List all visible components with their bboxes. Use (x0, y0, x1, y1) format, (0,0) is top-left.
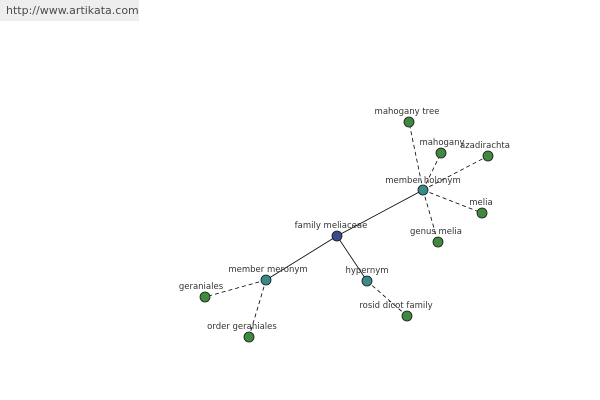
edge-family-meliaceae-to-member-meronym (265, 235, 338, 281)
node-azadirachta[interactable] (482, 150, 494, 162)
node-label-mahogany: mahogany (419, 138, 464, 148)
edge-member-holonym-to-genus-melia (422, 189, 439, 243)
node-member-holonym[interactable] (417, 184, 429, 196)
node-mahogany[interactable] (435, 147, 447, 159)
edge-member-holonym-to-azadirachta (422, 155, 489, 191)
node-rosid-dicot-family[interactable] (401, 310, 413, 322)
node-hypernym[interactable] (361, 275, 373, 287)
node-label-family-meliaceae: family meliaceae (295, 221, 368, 231)
site-url-link[interactable]: http://www.artikata.com (0, 0, 139, 21)
node-label-order-geraniales: order geraniales (207, 322, 277, 332)
node-order-geraniales[interactable] (243, 331, 255, 343)
node-label-member-holonym: member holonym (385, 176, 460, 186)
edge-family-meliaceae-to-hypernym (336, 235, 368, 282)
edge-member-holonym-to-melia (422, 189, 483, 214)
node-genus-melia[interactable] (432, 236, 444, 248)
node-geraniales[interactable] (199, 291, 211, 303)
edge-member-meronym-to-order-geraniales (248, 279, 267, 338)
node-member-meronym[interactable] (260, 274, 272, 286)
edge-hypernym-to-rosid-dicot-family (366, 280, 408, 317)
edge-member-meronym-to-geraniales (204, 279, 267, 298)
node-label-azadirachta: azadirachta (460, 141, 510, 151)
node-melia[interactable] (476, 207, 488, 219)
node-family-meliaceae[interactable] (331, 230, 343, 242)
node-label-melia: melia (469, 198, 492, 208)
node-label-hypernym: hypernym (345, 266, 388, 276)
node-label-mahogany-tree: mahogany tree (375, 107, 440, 117)
graph-edges (204, 121, 489, 338)
node-label-rosid-dicot-family: rosid dicot family (359, 301, 432, 311)
edge-member-holonym-to-mahogany-tree (408, 121, 424, 191)
node-label-genus-melia: genus melia (410, 227, 462, 237)
edge-family-meliaceae-to-member-holonym (336, 189, 424, 237)
node-mahogany-tree[interactable] (403, 116, 415, 128)
graph-nodes: family meliaceae member holonym member mer… (179, 107, 510, 343)
node-label-member-meronym: member meronym (228, 265, 307, 275)
node-label-geraniales: geraniales (179, 282, 224, 292)
